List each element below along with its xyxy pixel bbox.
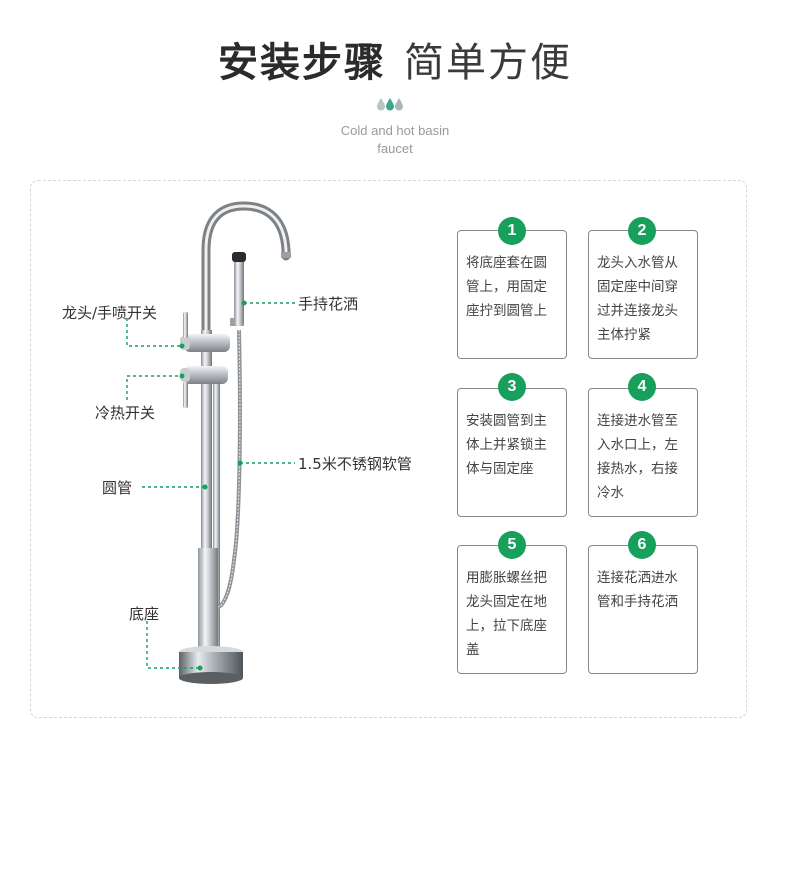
- page-title: 安装步骤简单方便: [0, 30, 790, 88]
- title-bold: 安装步骤: [218, 40, 386, 86]
- step-card-4: 连接进水管至入水口上，左接热水，右接冷水: [588, 388, 698, 517]
- label-base: 底座: [129, 605, 160, 623]
- step-card-1: 将底座套在圆管上，用固定座拧到圆管上: [457, 230, 567, 359]
- step-text: 用膨胀螺丝把龙头固定在地上，拉下底座盖: [466, 570, 547, 658]
- subtitle-line-2: faucet: [377, 141, 413, 156]
- label-temp-switch: 冷热开关: [95, 404, 156, 422]
- label-hose: 1.5米不锈钢软管: [298, 455, 412, 473]
- step-card-2: 龙头入水管从固定座中间穿过并连接龙头主体拧紧: [588, 230, 698, 359]
- step-card-6: 连接花洒进水管和手持花洒: [588, 545, 698, 674]
- title-light: 简单方便: [404, 40, 572, 86]
- step-text: 连接花洒进水管和手持花洒: [597, 570, 678, 610]
- subtitle-line-1: Cold and hot basin: [340, 123, 450, 138]
- water-drops-icon: [375, 96, 415, 111]
- label-faucet-switch: 龙头/手喷开关: [62, 304, 158, 322]
- step-card-3: 安装圆管到主体上并紧锁主体与固定座: [457, 388, 567, 517]
- step-text: 将底座套在圆管上，用固定座拧到圆管上: [466, 255, 547, 319]
- subtitle: Cold and hot basin faucet: [0, 122, 790, 158]
- step-card-5: 用膨胀螺丝把龙头固定在地上，拉下底座盖: [457, 545, 567, 674]
- label-hand-shower: 手持花洒: [298, 295, 359, 313]
- step-text: 安装圆管到主体上并紧锁主体与固定座: [466, 413, 547, 477]
- label-pipe: 圆管: [102, 479, 133, 497]
- step-text: 龙头入水管从固定座中间穿过并连接龙头主体拧紧: [597, 255, 678, 343]
- step-text: 连接进水管至入水口上，左接热水，右接冷水: [597, 413, 678, 501]
